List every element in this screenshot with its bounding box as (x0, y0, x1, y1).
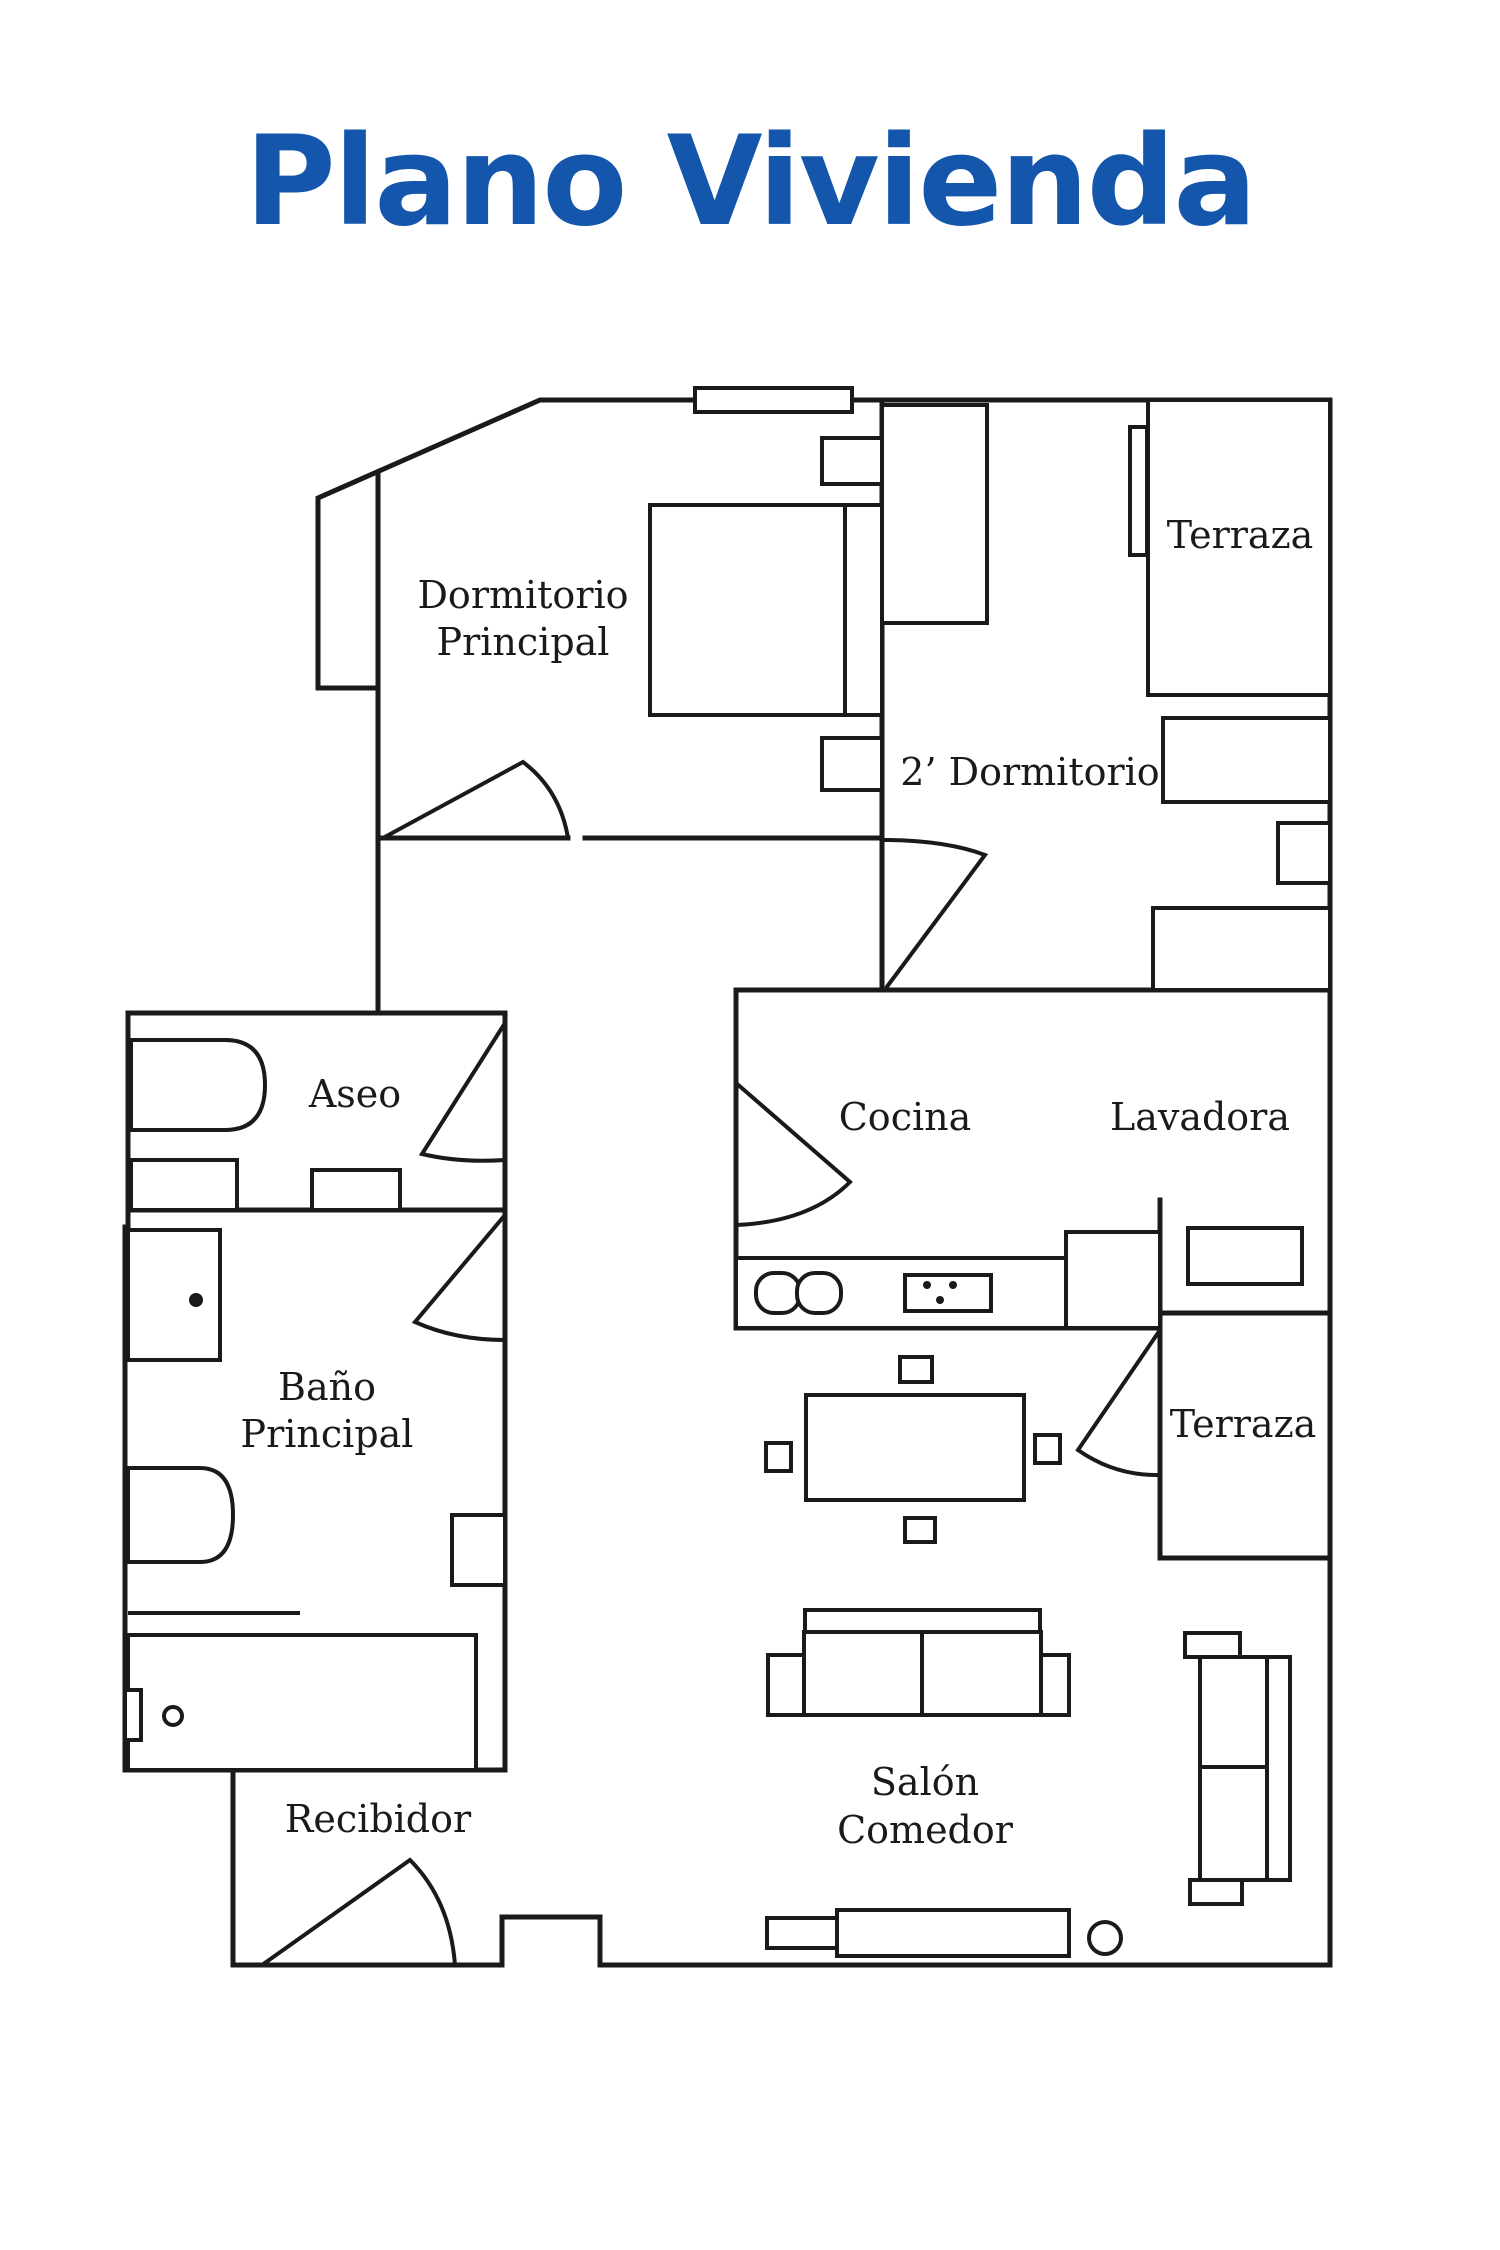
label-master-bedroom-2: Principal (437, 620, 610, 664)
bathroom-furniture (123, 1228, 507, 1772)
aseo-sink (129, 1158, 239, 1212)
second-bedroom-furniture (880, 398, 1332, 992)
kitchen-furniture (734, 1200, 1304, 1330)
master-bedroom-furniture (648, 436, 884, 792)
terrace-1-box (1146, 398, 1332, 697)
master-bedroom-door (382, 759, 570, 840)
tv-stand (765, 1916, 839, 1950)
dining-table (804, 1393, 1026, 1502)
armchair-bottom (1188, 1878, 1244, 1906)
couch-side-back (1265, 1655, 1292, 1882)
entrance-door (260, 1857, 457, 1967)
couch-side-seat (1198, 1655, 1269, 1769)
doors (260, 759, 1162, 1967)
label-cocina: Cocina (839, 1095, 972, 1139)
sink-right (795, 1271, 843, 1315)
chair-bottom (903, 1516, 937, 1544)
label-terrace-2: Terraza (1170, 1402, 1317, 1446)
chair-left (764, 1441, 793, 1473)
label-bath-2: Principal (241, 1412, 414, 1456)
dining-furniture (764, 1355, 1062, 1544)
label-salon: Salón (871, 1760, 979, 1804)
label-recibidor: Recibidor (285, 1797, 472, 1841)
label-terrace-1: Terraza (1167, 513, 1314, 557)
aseo-cabinet (310, 1168, 402, 1212)
tv-cabinet (835, 1908, 1071, 1958)
north-window (693, 386, 854, 414)
sofa-right-arm (1039, 1653, 1071, 1717)
wardrobe-second (880, 403, 989, 625)
bathtub (126, 1633, 478, 1772)
bath-sink-cabinet (126, 1228, 222, 1362)
second-bedroom-door (881, 838, 989, 990)
aseo-door (418, 1021, 507, 1163)
page-title: Plano Vivienda (244, 110, 1257, 254)
label-master-bedroom: Dormitorio (417, 573, 628, 617)
master-bed (648, 503, 847, 717)
nightstand-top (820, 436, 884, 486)
room-labels: Dormitorio Principal Terraza 2’ Dormitor… (241, 513, 1317, 1852)
cooktop (903, 1273, 993, 1313)
bath-toilet (126, 1466, 236, 1564)
chair-top (898, 1355, 934, 1384)
label-second-bedroom: 2’ Dormitorio (900, 750, 1159, 794)
windows (693, 386, 1149, 557)
sofa-back (803, 1608, 1042, 1634)
bath-door (411, 1213, 507, 1342)
wardrobe-master (843, 503, 884, 717)
armchair-top (1183, 1631, 1242, 1659)
second-bed-upper (1161, 716, 1332, 804)
sink-left (754, 1271, 802, 1315)
sofa-seat-right (920, 1630, 1043, 1717)
sofa-left-arm (766, 1653, 806, 1717)
bath-cabinet (450, 1513, 507, 1587)
appliance (1064, 1230, 1162, 1330)
aseo-furniture (129, 1038, 402, 1212)
label-salon-2: Comedor (837, 1808, 1014, 1852)
kitchen-door (734, 1081, 853, 1227)
terrace-1-window (1128, 425, 1149, 557)
tub-faucet (123, 1688, 143, 1742)
chair-right (1033, 1433, 1062, 1465)
sofa-seat-left (802, 1630, 924, 1717)
label-aseo: Aseo (308, 1072, 401, 1116)
aseo-toilet (129, 1038, 268, 1132)
second-desk (1151, 906, 1332, 992)
couch-side-seat-2 (1198, 1765, 1269, 1882)
terrace-2-door (1075, 1328, 1162, 1478)
label-bath: Baño (278, 1365, 376, 1409)
plant-pot (1087, 1920, 1123, 1956)
tub-drain (162, 1705, 184, 1727)
nightstand-second (1276, 821, 1332, 885)
label-lavadora: Lavadora (1110, 1095, 1290, 1139)
washing-machine (1186, 1226, 1304, 1286)
nightstand-bottom (820, 736, 884, 792)
living-furniture (765, 1608, 1292, 1958)
